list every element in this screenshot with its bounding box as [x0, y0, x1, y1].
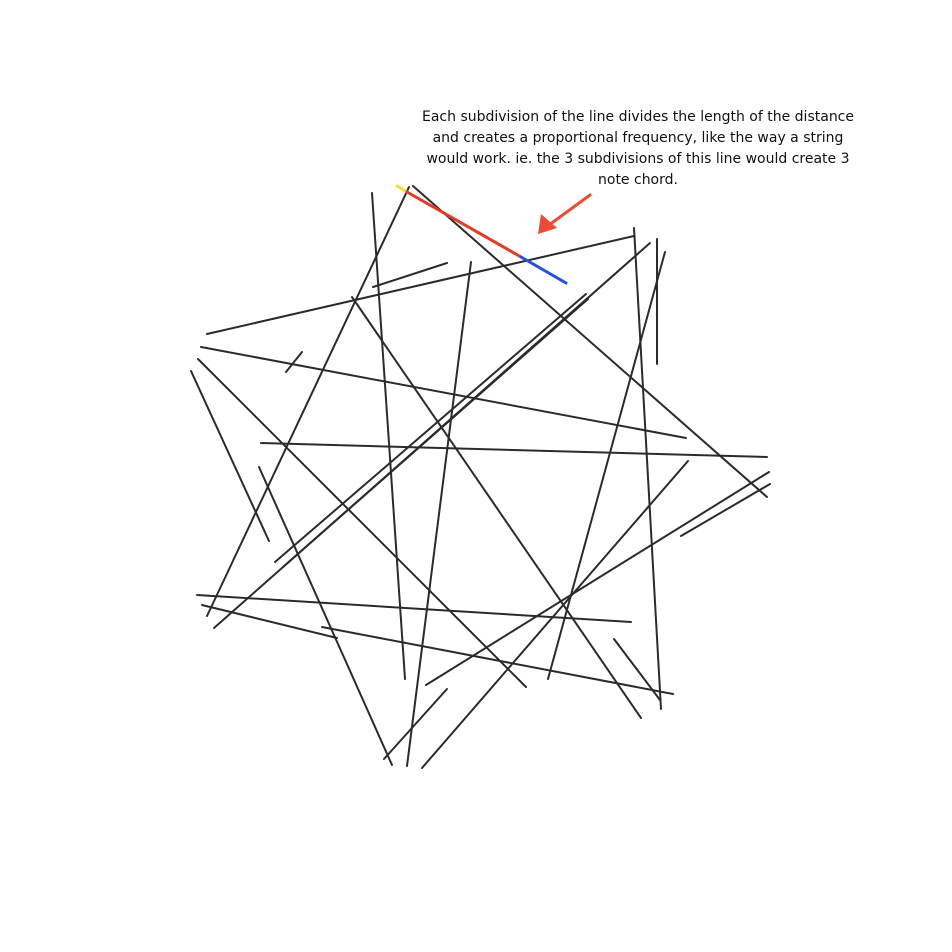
black-line [371, 192, 406, 680]
black-line [372, 262, 448, 288]
annotation-text: Each subdivision of the line divides the… [418, 107, 858, 191]
black-line [406, 261, 472, 767]
black-line [200, 346, 687, 439]
black-line [613, 638, 661, 701]
black-line [633, 227, 662, 710]
black-line [206, 186, 410, 617]
black-line [680, 483, 771, 537]
black-line [421, 460, 689, 769]
black-line [425, 471, 770, 686]
pointer-arrow [538, 193, 592, 234]
black-line [197, 358, 527, 688]
annotation-line-4: note chord. [598, 172, 678, 188]
arrow-head [538, 214, 557, 234]
black-line [321, 626, 674, 695]
subdivision-segment-blue [519, 255, 568, 285]
subdivided-line [395, 184, 568, 285]
subdivision-segment-yellow [395, 184, 409, 194]
black-line [196, 594, 632, 623]
black-line [282, 298, 589, 568]
subdivision-segment-red [405, 190, 523, 259]
black-line [260, 442, 768, 458]
arrow-shaft [547, 193, 592, 227]
black-line [351, 296, 642, 719]
black-line [206, 235, 635, 335]
black-line [190, 370, 270, 542]
black-line [547, 251, 666, 680]
annotation-line-2: and creates a proportional frequency, li… [432, 130, 844, 146]
black-line [412, 185, 768, 498]
annotation-line-3: would work. ie. the 3 subdivisions of th… [426, 151, 850, 167]
black-lines-group [190, 185, 771, 769]
black-line [274, 293, 587, 563]
black-line [201, 604, 338, 639]
annotation-line-1: Each subdivision of the line divides the… [422, 109, 854, 125]
black-line [383, 688, 448, 760]
black-line [285, 351, 303, 373]
black-line [258, 466, 393, 766]
